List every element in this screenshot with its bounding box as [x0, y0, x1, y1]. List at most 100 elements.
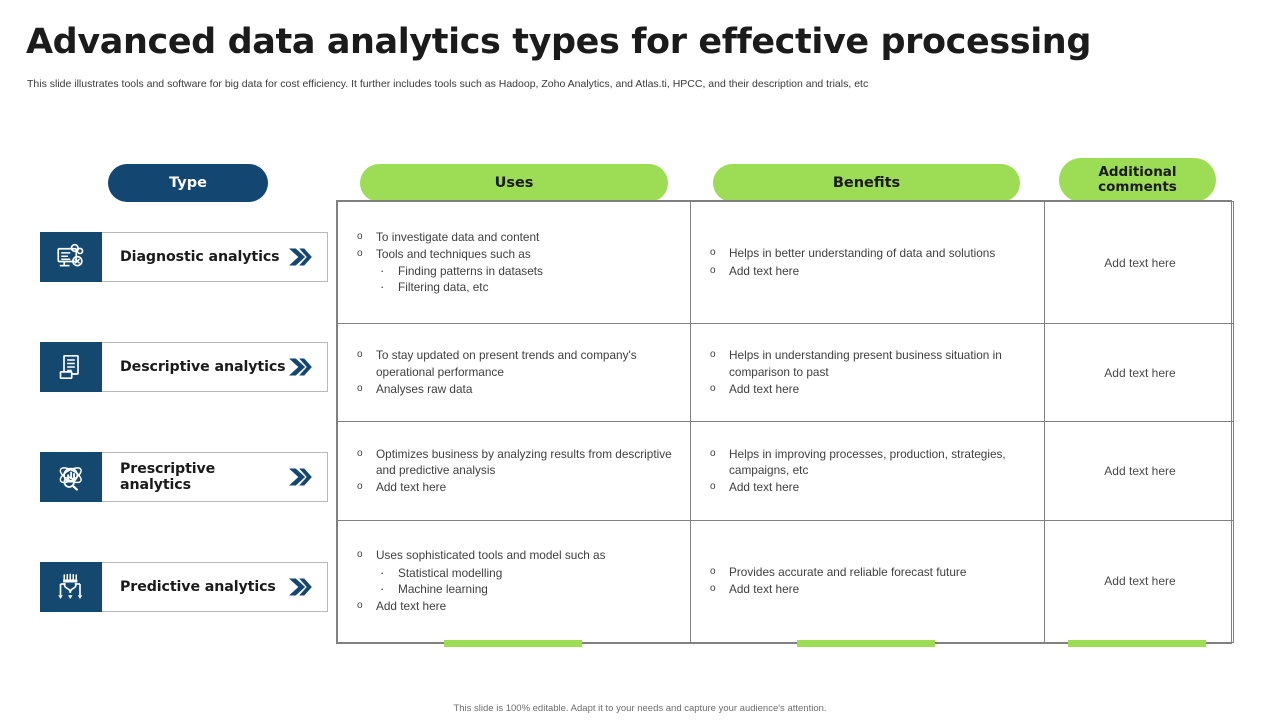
- bullet-level1-marker: o: [357, 382, 363, 394]
- list-item: o Add text here: [354, 598, 676, 614]
- cell-benefits: o Helps in understanding present business…: [690, 323, 1045, 423]
- type-label-box[interactable]: Prescriptive analytics: [102, 452, 328, 502]
- cell-uses: o Optimizes business by analyzing results…: [337, 421, 691, 521]
- green-accent-benefits: [797, 640, 935, 647]
- list-item-text: Add text here: [729, 263, 800, 278]
- chevron-right-icon[interactable]: [287, 576, 313, 598]
- list-item-text: Helps in better understanding of data an…: [729, 246, 996, 261]
- cell-additional-comments: Add text here: [1044, 421, 1234, 521]
- bullet-level1-marker: o: [357, 600, 363, 612]
- document-stack-icon: [40, 342, 102, 392]
- bullet-level1-marker: o: [357, 349, 363, 361]
- cell-uses: o To stay updated on present trends and c…: [337, 323, 691, 423]
- benefits-list: o Helps in understanding present business…: [707, 347, 1030, 397]
- list-item-text: Add text here: [729, 480, 800, 495]
- list-item: o Analyses raw data: [354, 381, 676, 397]
- bullet-level1-marker: o: [710, 264, 716, 276]
- chevron-right-icon[interactable]: [287, 466, 313, 488]
- type-label-box[interactable]: Descriptive analytics: [102, 342, 328, 392]
- type-label-box[interactable]: Predictive analytics: [102, 562, 328, 612]
- sub-list-item-text: Machine learning: [398, 581, 488, 596]
- green-accent-additional: [1068, 640, 1206, 647]
- monitor-gears-icon: [40, 232, 102, 282]
- type-row-4[interactable]: Predictive analytics: [40, 562, 328, 612]
- list-item-text: Optimizes business by analyzing results …: [376, 446, 672, 478]
- bullet-level1-marker: o: [357, 230, 363, 242]
- type-label-box[interactable]: Diagnostic analytics: [102, 232, 328, 282]
- cell-benefits: o Helps in better understanding of data a…: [690, 200, 1045, 325]
- list-item-text: Add text here: [729, 582, 800, 597]
- list-item-text: To stay updated on present trends and co…: [376, 348, 637, 379]
- list-item: o Add text here: [707, 263, 1030, 279]
- slide-footer-note: This slide is 100% editable. Adapt it to…: [453, 703, 827, 714]
- bullet-level1-marker: o: [357, 549, 363, 561]
- bullet-level2-marker: ·: [380, 279, 385, 295]
- benefits-list: o Provides accurate and reliable forecast…: [707, 564, 1030, 598]
- bullet-level1-marker: o: [357, 447, 363, 459]
- list-item-text: Provides accurate and reliable forecast …: [729, 565, 967, 580]
- type-label: Descriptive analytics: [120, 359, 286, 375]
- uses-sublist: · Statistical modelling· Machine learning: [376, 565, 676, 598]
- uses-sublist: · Finding patterns in datasets · Filtering …: [376, 263, 676, 296]
- type-label: Prescriptive analytics: [120, 461, 216, 493]
- list-item: o Optimizes business by analyzing results…: [354, 446, 676, 479]
- list-item-text: Analyses raw data: [376, 381, 473, 396]
- bullet-level2-marker: ·: [380, 580, 385, 596]
- cell-additional-comments: Add text here: [1044, 519, 1234, 644]
- list-item: o Add text here: [707, 381, 1030, 397]
- additional-comment-text: Add text here: [1104, 365, 1176, 380]
- column-header-type: Type: [108, 164, 268, 202]
- bullet-level2-marker: ·: [380, 263, 385, 279]
- bullet-level1-marker: o: [710, 382, 716, 394]
- benefits-list: o Helps in better understanding of data a…: [707, 245, 1030, 279]
- column-header-uses: Uses: [360, 164, 668, 202]
- bullet-level1-marker: o: [357, 247, 363, 259]
- chevron-right-icon[interactable]: [287, 356, 313, 378]
- green-accent-uses: [444, 640, 582, 647]
- table-row: o Optimizes business by analyzing results…: [337, 421, 1234, 521]
- type-row-3[interactable]: Prescriptive analytics: [40, 452, 328, 502]
- sub-list-item-text: Finding patterns in datasets: [398, 264, 543, 279]
- additional-comment-text: Add text here: [1104, 255, 1176, 270]
- bullet-level1-marker: o: [710, 349, 716, 361]
- table-row: o To stay updated on present trends and c…: [337, 323, 1234, 423]
- page-title: Advanced data analytics types for effect…: [26, 22, 1091, 62]
- bullet-level1-marker: o: [357, 481, 363, 493]
- sub-list-item-text: Statistical modelling: [398, 565, 503, 580]
- list-item-text: Add text here: [376, 599, 447, 614]
- sub-list-item: · Machine learning: [376, 581, 676, 597]
- uses-list: o To stay updated on present trends and c…: [354, 347, 676, 397]
- page-subtitle: This slide illustrates tools and softwar…: [27, 78, 869, 90]
- sub-list-item-text: Filtering data, etc: [398, 280, 489, 295]
- sub-list-item: · Filtering data, etc: [376, 279, 676, 295]
- type-row-2[interactable]: Descriptive analytics: [40, 342, 328, 392]
- type-row-1[interactable]: Diagnostic analytics: [40, 232, 328, 282]
- list-item: o To stay updated on present trends and c…: [354, 347, 676, 380]
- bullet-level1-marker: o: [710, 566, 716, 578]
- neural-network-forecast-icon: [40, 562, 102, 612]
- list-item-text: Helps in understanding present business …: [729, 348, 1002, 379]
- list-item: o Helps in understanding present business…: [707, 347, 1030, 380]
- bullet-level1-marker: o: [710, 247, 716, 259]
- column-header-additional-comments: Additional comments: [1059, 158, 1216, 202]
- list-item-text: Add text here: [729, 381, 800, 396]
- type-label: Diagnostic analytics: [120, 249, 280, 265]
- bullet-level1-marker: o: [710, 447, 716, 459]
- chevron-right-icon[interactable]: [287, 246, 313, 268]
- column-header-benefits: Benefits: [713, 164, 1020, 202]
- list-item: o Helps in better understanding of data a…: [707, 245, 1030, 261]
